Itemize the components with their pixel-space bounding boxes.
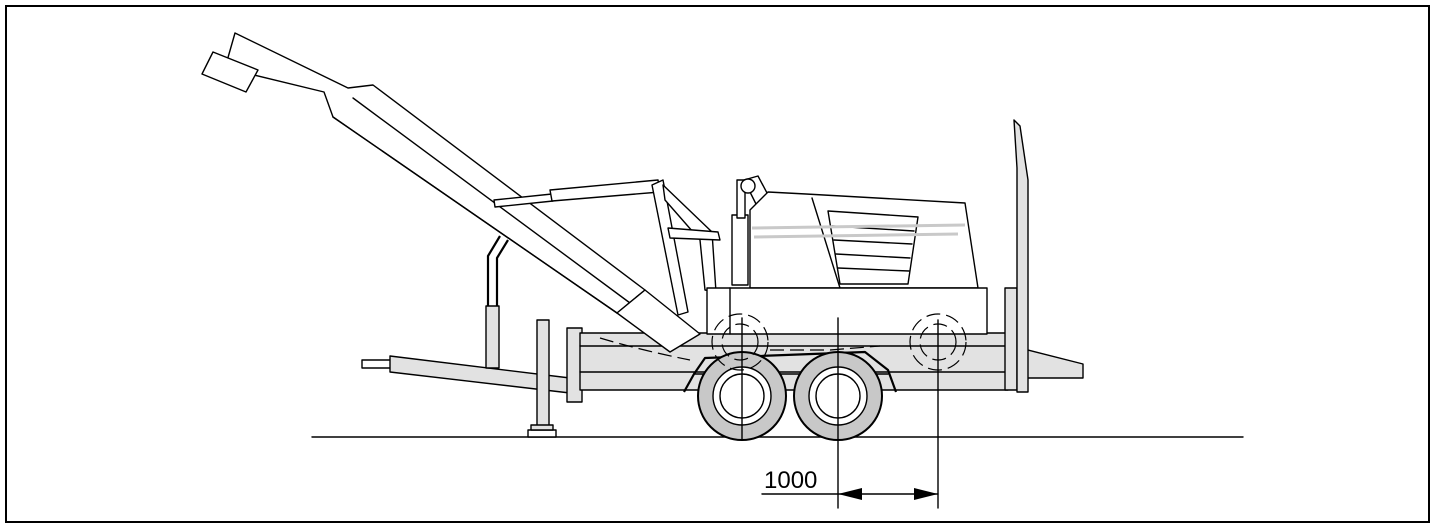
rear-ramp	[1004, 119, 1084, 393]
trailer-deck	[579, 332, 1009, 391]
machine	[201, 32, 988, 371]
dimension-annotation: 1000	[741, 317, 939, 509]
conveyor-stand	[485, 235, 509, 369]
engine-housing	[749, 191, 979, 289]
machine-wheel-front	[711, 313, 769, 371]
drawing-frame	[5, 5, 1430, 523]
support-jack	[527, 319, 557, 438]
conveyor	[201, 32, 701, 353]
dimension-arrow-right	[914, 488, 938, 500]
machine-chassis	[706, 287, 988, 335]
hydraulic-cylinder	[493, 179, 661, 208]
dimension-arrow-left	[838, 488, 862, 500]
fender	[683, 350, 898, 393]
dimension-value: 1000	[764, 467, 817, 494]
operator-seat	[651, 179, 721, 316]
